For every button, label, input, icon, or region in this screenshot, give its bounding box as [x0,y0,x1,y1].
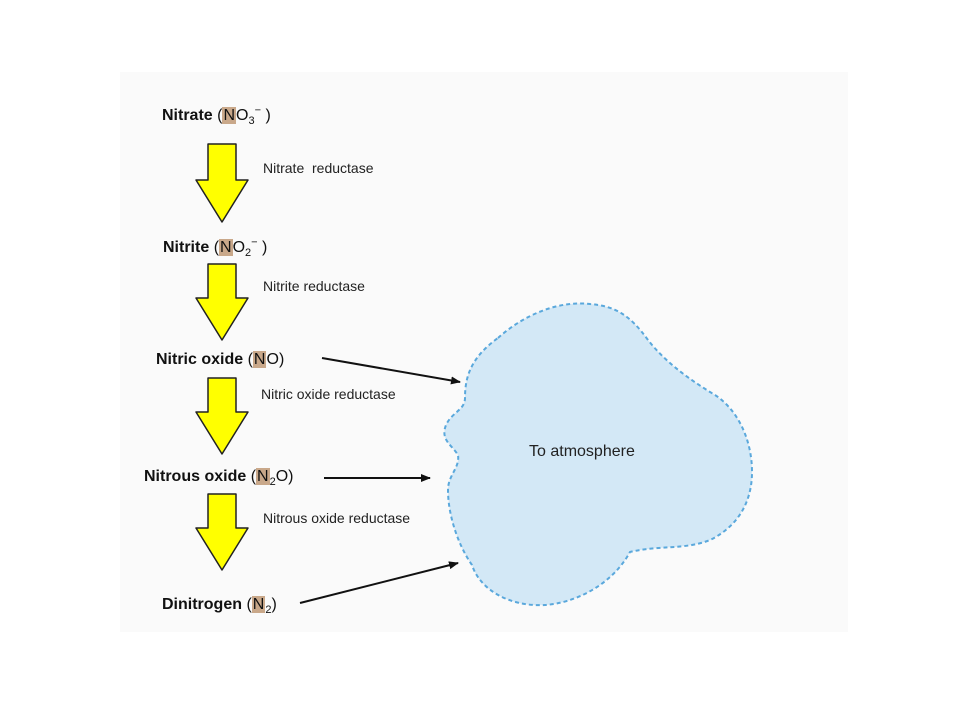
compound-name: Nitrate [162,107,213,124]
compound-name: Nitrous oxide [144,468,247,485]
nitrous-oxide-to-dinitrogen-arrow [195,493,249,571]
nitrogen-highlight: N [251,596,266,613]
compound-formula: (N2) [246,596,277,617]
nitrogen-highlight: N [256,468,270,485]
nitrogen-highlight: N [252,351,267,368]
nitric-oxide-reductase-label: Nitric oxide reductase [261,386,396,402]
compound-formula: (NO) [247,351,285,368]
nitrogen-highlight: N [219,239,233,256]
compound-formula: (NO3− ) [217,104,271,128]
nitrite-label: Nitrite (NO2− ) [163,236,268,260]
nitric-oxide-label: Nitric oxide (NO) [156,350,284,370]
nitric-oxide-to-nitrous-oxide-arrow [195,377,249,455]
nitrite-to-nitric-oxide-arrow [195,263,249,341]
nitrate-label: Nitrate (NO3− ) [162,104,271,128]
atmosphere-cloud [443,302,754,607]
dinitrogen-release-arrow [299,561,459,604]
dinitrogen-label: Dinitrogen (N2) [162,595,277,617]
nitric-oxide-release-arrow [321,357,461,385]
nitrate-to-nitrite-arrow [195,143,249,223]
compound-formula: (N2O) [250,468,294,489]
compound-name: Nitrite [163,239,210,256]
atmosphere-label: To atmosphere [529,443,635,460]
compound-name: Dinitrogen [162,596,242,613]
nitrate-reductase-label: Nitrate reductase [263,160,374,176]
nitrous-oxide-reductase-label: Nitrous oxide reductase [263,510,411,526]
nitrous-oxide-label: Nitrous oxide (N2O) [144,467,294,489]
nitrite-reductase-label: Nitrite reductase [263,278,365,294]
compound-name: Nitric oxide [156,351,244,368]
compound-formula: (NO2− ) [213,236,268,260]
nitrogen-highlight: N [222,107,237,124]
